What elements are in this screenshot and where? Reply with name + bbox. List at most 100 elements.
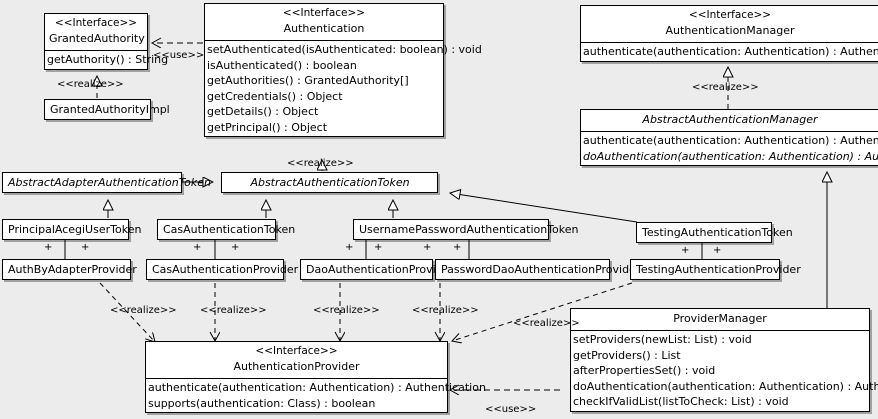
class-name: AuthenticationProvider — [233, 360, 360, 373]
class-header: <<Interface>> Authentication — [205, 4, 443, 41]
class-name: PasswordDaoAuthenticationProvider — [441, 263, 641, 276]
edge-label-use-provider-manager: <<use>> — [485, 404, 537, 415]
class-members: authenticate(authentication: Authenticat… — [581, 132, 878, 165]
class-username-password-authentication-token[interactable]: UsernamePasswordAuthenticationToken — [353, 219, 579, 240]
member-row: getCredentials() : Object — [207, 89, 343, 103]
class-header: <<Interface>> AuthenticationManager — [581, 6, 878, 43]
class-members: authenticate(authentication: Authenticat… — [146, 379, 486, 412]
class-header: CasAuthenticationToken — [158, 220, 296, 239]
class-principal-acegi-user-token[interactable]: PrincipalAcegiUserToken — [2, 219, 142, 240]
class-header: AbstractAuthenticationToken — [222, 173, 437, 192]
member-row: getAuthorities() : GrantedAuthority[] — [207, 74, 409, 87]
association-marker: + — [423, 242, 432, 253]
member-row: checkIfValidList(listToCheck: List) : vo… — [573, 395, 789, 408]
member-row: getAuthority() : String — [47, 53, 169, 66]
class-members: setProviders(newList: List) : void getPr… — [571, 331, 878, 411]
class-header: TestingAuthenticationToken — [637, 223, 793, 242]
class-name: PrincipalAcegiUserToken — [8, 223, 142, 236]
stereotype-label: <<Interface>> — [54, 17, 138, 29]
class-header: ProviderManager — [571, 309, 869, 331]
class-name: UsernamePasswordAuthenticationToken — [359, 223, 579, 236]
class-header: <<Interface>> AuthenticationProvider — [146, 342, 447, 379]
member-row: isAuthenticated() : boolean — [207, 58, 357, 72]
class-members: authenticate(authentication: Authenticat… — [581, 43, 878, 61]
association-marker: + — [681, 245, 690, 256]
class-header: CasAuthenticationProvider — [147, 260, 299, 279]
class-dao-authentication-provider[interactable]: DaoAuthenticationProvider — [300, 259, 454, 280]
member-row: setProviders(newList: List) : void — [573, 333, 752, 346]
member-row: getPrincipal() : Object — [207, 120, 328, 134]
class-members: getAuthority() : String — [45, 51, 169, 69]
stereotype-label: <<Interface>> — [255, 345, 338, 357]
edge-label-realize-granted-authority-impl: <<realize>> — [57, 79, 124, 90]
stereotype-label: <<Interface>> — [688, 9, 772, 21]
member-row: setAuthenticated(isAuthenticated: boolea… — [207, 43, 482, 56]
class-header: <<Interface>> GrantedAuthority — [45, 14, 147, 51]
class-granted-authority[interactable]: <<Interface>> GrantedAuthority getAuthor… — [44, 13, 169, 70]
member-row: authenticate(authentication: Authenticat… — [148, 381, 486, 394]
class-name: TestingAuthenticationProvider — [636, 263, 801, 276]
class-authentication-provider[interactable]: <<Interface>> AuthenticationProvider aut… — [145, 341, 486, 413]
class-provider-manager[interactable]: ProviderManager setProviders(newList: Li… — [570, 308, 878, 412]
class-authentication[interactable]: <<Interface>> Authentication setAuthenti… — [204, 3, 482, 137]
class-header: DaoAuthenticationProvider — [301, 260, 454, 279]
association-marker: + — [44, 242, 53, 253]
class-name: DaoAuthenticationProvider — [306, 263, 454, 276]
class-header: UsernamePasswordAuthenticationToken — [354, 220, 579, 239]
class-name: AuthenticationManager — [665, 24, 795, 37]
member-row: doAuthentication(authentication: Authent… — [573, 379, 878, 393]
class-auth-by-adapter-provider[interactable]: AuthByAdapterProvider — [2, 259, 137, 280]
class-name: AbstractAuthenticationManager — [642, 113, 818, 126]
class-cas-authentication-token[interactable]: CasAuthenticationToken — [157, 219, 296, 240]
class-abstract-authentication-manager[interactable]: AbstractAuthenticationManager authentica… — [580, 109, 878, 166]
edge-label-realize-dao-provider: <<realize>> — [313, 305, 380, 316]
class-header: AbstractAdapterAuthenticationToken — [3, 173, 211, 192]
class-name: Authentication — [283, 22, 365, 35]
class-members: setAuthenticated(isAuthenticated: boolea… — [205, 41, 482, 136]
member-row: getProviders() : List — [573, 348, 681, 362]
class-abstract-authentication-token[interactable]: AbstractAuthenticationToken — [221, 172, 438, 193]
class-testing-authentication-token[interactable]: TestingAuthenticationToken — [636, 222, 793, 243]
class-cas-authentication-provider[interactable]: CasAuthenticationProvider — [146, 259, 299, 280]
class-header: AuthByAdapterProvider — [3, 260, 137, 279]
class-header: AbstractAuthenticationManager — [581, 110, 878, 132]
class-name: GrantedAuthorityImpl — [50, 103, 170, 116]
association-marker: + — [453, 242, 462, 253]
class-name: CasAuthenticationProvider — [152, 263, 299, 276]
member-row: authenticate(authentication: Authenticat… — [583, 45, 878, 58]
class-granted-authority-impl[interactable]: GrantedAuthorityImpl — [44, 99, 170, 120]
edge-label-realize-abstract-authentication-manager: <<realize>> — [692, 82, 759, 93]
stereotype-label: <<Interface>> — [282, 7, 366, 19]
member-row: getDetails() : Object — [207, 105, 319, 118]
class-name: CasAuthenticationToken — [163, 223, 296, 236]
edge-label-realize-cas-provider: <<realize>> — [200, 305, 267, 316]
association-marker: + — [193, 242, 202, 253]
edge-label-realize-password-dao-provider: <<realize>> — [412, 305, 479, 316]
class-password-dao-authentication-provider[interactable]: PasswordDaoAuthenticationProvider — [435, 259, 641, 280]
association-marker: + — [374, 242, 383, 253]
association-marker: + — [713, 245, 722, 256]
class-testing-authentication-provider[interactable]: TestingAuthenticationProvider — [630, 259, 801, 280]
member-row: supports(authentication: Class) : boolea… — [148, 396, 376, 410]
edge-label-realize-abstract-authentication-token: <<realize>> — [287, 158, 354, 169]
class-header: PrincipalAcegiUserToken — [3, 220, 142, 239]
class-name: GrantedAuthority — [49, 32, 145, 45]
edge-label-realize-auth-by-adapter-provider: <<realize>> — [110, 305, 177, 316]
class-name: ProviderManager — [673, 312, 767, 325]
member-row: afterPropertiesSet() : void — [573, 364, 716, 377]
member-row: authenticate(authentication: Authenticat… — [583, 134, 878, 147]
member-row: doAuthentication(authentication: Authent… — [583, 149, 878, 163]
association-marker: + — [345, 242, 354, 253]
class-abstract-adapter-authentication-token[interactable]: AbstractAdapterAuthenticationToken — [2, 172, 211, 193]
class-name: AbstractAdapterAuthenticationToken — [8, 176, 211, 189]
edge-label-realize-provider-manager: <<realize>> — [513, 318, 580, 329]
class-header: GrantedAuthorityImpl — [45, 100, 170, 119]
class-name: AuthByAdapterProvider — [8, 263, 137, 276]
edge-label-use-granted-authority: <<use>> — [153, 50, 205, 61]
class-header: TestingAuthenticationProvider — [631, 260, 801, 279]
class-name: AbstractAuthenticationToken — [250, 176, 410, 189]
class-authentication-manager[interactable]: <<Interface>> AuthenticationManager auth… — [580, 5, 878, 62]
association-marker: + — [231, 242, 240, 253]
association-marker: + — [81, 242, 90, 253]
